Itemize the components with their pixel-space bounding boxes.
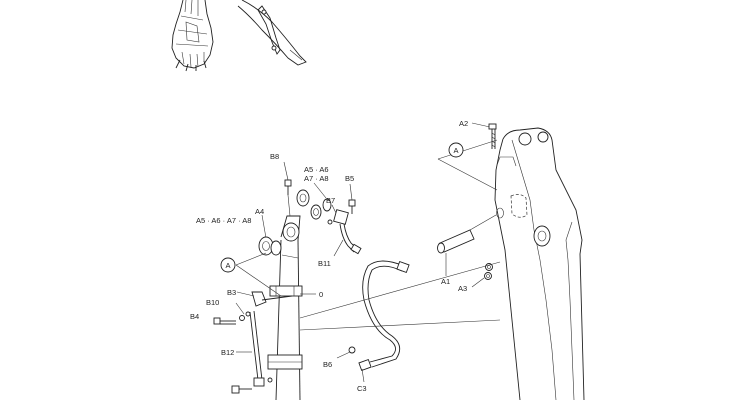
label-b8: B8	[270, 152, 279, 161]
ref-circle-a-left	[220, 257, 236, 273]
oring-b6	[336, 346, 356, 359]
pipe-b12	[231, 310, 273, 394]
label-ref-a-top: A	[453, 146, 458, 155]
label-a1: A1	[441, 277, 450, 286]
arm-thumbnail	[237, 0, 307, 66]
label-b11: B11	[318, 259, 331, 268]
label-ref-a-left: A	[225, 261, 230, 270]
label-b6: B6	[323, 360, 332, 369]
label-o: 0	[319, 290, 323, 299]
shim-set-top	[296, 182, 332, 220]
label-a5-a6-top: A5 · A6	[304, 165, 329, 174]
bushing-a4-left	[258, 214, 282, 256]
hydraulic-cylinder	[267, 215, 303, 400]
ref-circle-a-top	[448, 142, 464, 158]
bucket-thumbnail	[171, 0, 214, 72]
hose-c3	[358, 260, 410, 383]
label-a5-a8-left: A5 · A6 · A7 · A8	[196, 216, 251, 225]
boom-arm	[494, 127, 585, 400]
label-b7: B7	[326, 196, 335, 205]
bolt-b5	[348, 183, 356, 214]
label-a4: A4	[255, 207, 264, 216]
label-b10: B10	[206, 298, 219, 307]
label-c3: C3	[357, 384, 367, 393]
label-a7-a8-top: A7 · A8	[304, 174, 329, 183]
grease-fitting-b8	[283, 161, 292, 217]
washer-nut-a3	[471, 263, 493, 288]
label-b5: B5	[345, 174, 354, 183]
label-a2: A2	[459, 119, 468, 128]
hose-b11	[327, 204, 362, 257]
bolt-a2	[471, 122, 497, 149]
label-a3: A3	[458, 284, 467, 293]
label-b12: B12	[221, 348, 234, 357]
pin-a1	[437, 214, 497, 276]
bolt-b4	[213, 317, 236, 325]
label-b3: B3	[227, 288, 236, 297]
label-b4: B4	[190, 312, 199, 321]
